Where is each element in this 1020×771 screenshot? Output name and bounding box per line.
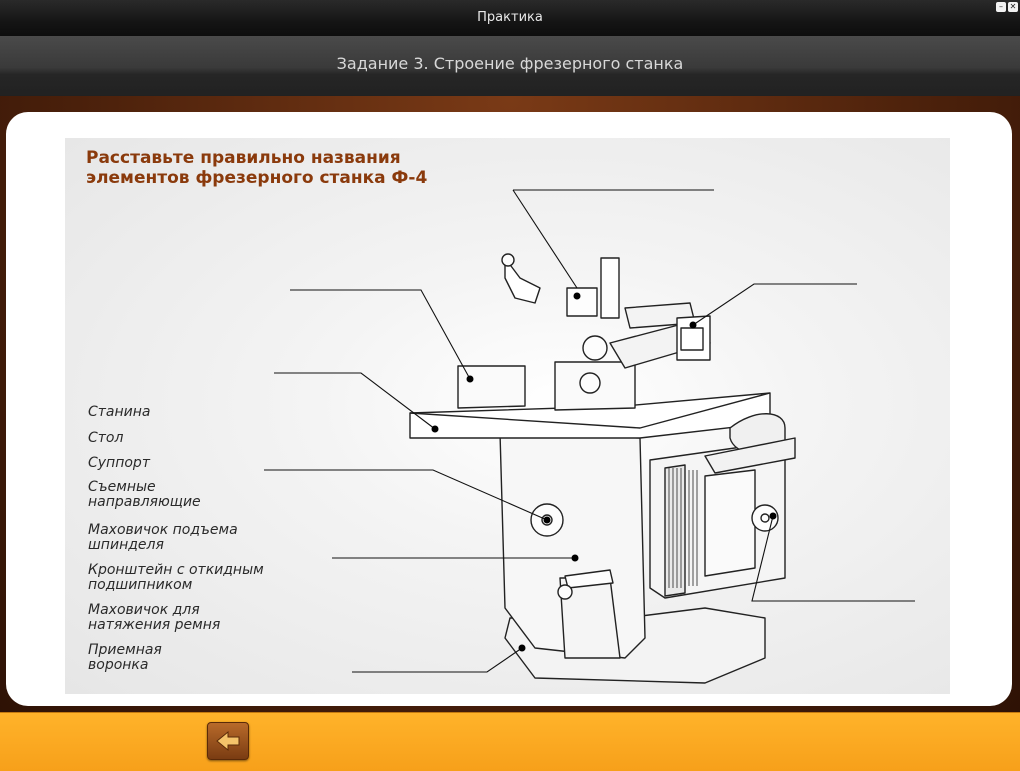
- draggable-label-support[interactable]: Суппорт: [88, 455, 150, 471]
- draggable-label-spindle-handwheel[interactable]: Маховичок подъема шпинделя: [88, 522, 238, 553]
- task-instruction-line1: Расставьте правильно названия: [86, 148, 401, 168]
- header-title: Задание 3. Строение фрезерного станка: [336, 54, 684, 73]
- milling-machine-drawing: [264, 189, 915, 684]
- back-arrow-icon: [216, 730, 240, 752]
- close-icon[interactable]: ✕: [1008, 2, 1018, 12]
- window-controls: – ✕: [996, 2, 1018, 12]
- draggable-label-funnel[interactable]: Приемная воронка: [88, 642, 162, 673]
- window-titlebar: Практика – ✕: [0, 0, 1020, 36]
- draggable-label-removable-guides[interactable]: Съемные направляющие: [88, 479, 201, 510]
- draggable-label-belt-handwheel[interactable]: Маховичок для натяжения ремня: [88, 602, 221, 633]
- draggable-label-stanina[interactable]: Станина: [88, 404, 151, 420]
- diagram-area: [65, 138, 950, 694]
- back-button[interactable]: [207, 722, 249, 760]
- task-header: Задание 3. Строение фрезерного станка: [0, 36, 1020, 106]
- draggable-label-bracket[interactable]: Кронштейн с откидным подшипником: [88, 562, 264, 593]
- draggable-label-stol[interactable]: Стол: [88, 430, 124, 446]
- bottom-toolbar: [0, 712, 1020, 771]
- window-title: Практика: [477, 10, 543, 25]
- task-instruction: Расставьте правильно названия элементов …: [86, 148, 546, 188]
- task-instruction-line2: элементов фрезерного станка Ф-4: [86, 168, 428, 188]
- minimize-icon[interactable]: –: [996, 2, 1006, 12]
